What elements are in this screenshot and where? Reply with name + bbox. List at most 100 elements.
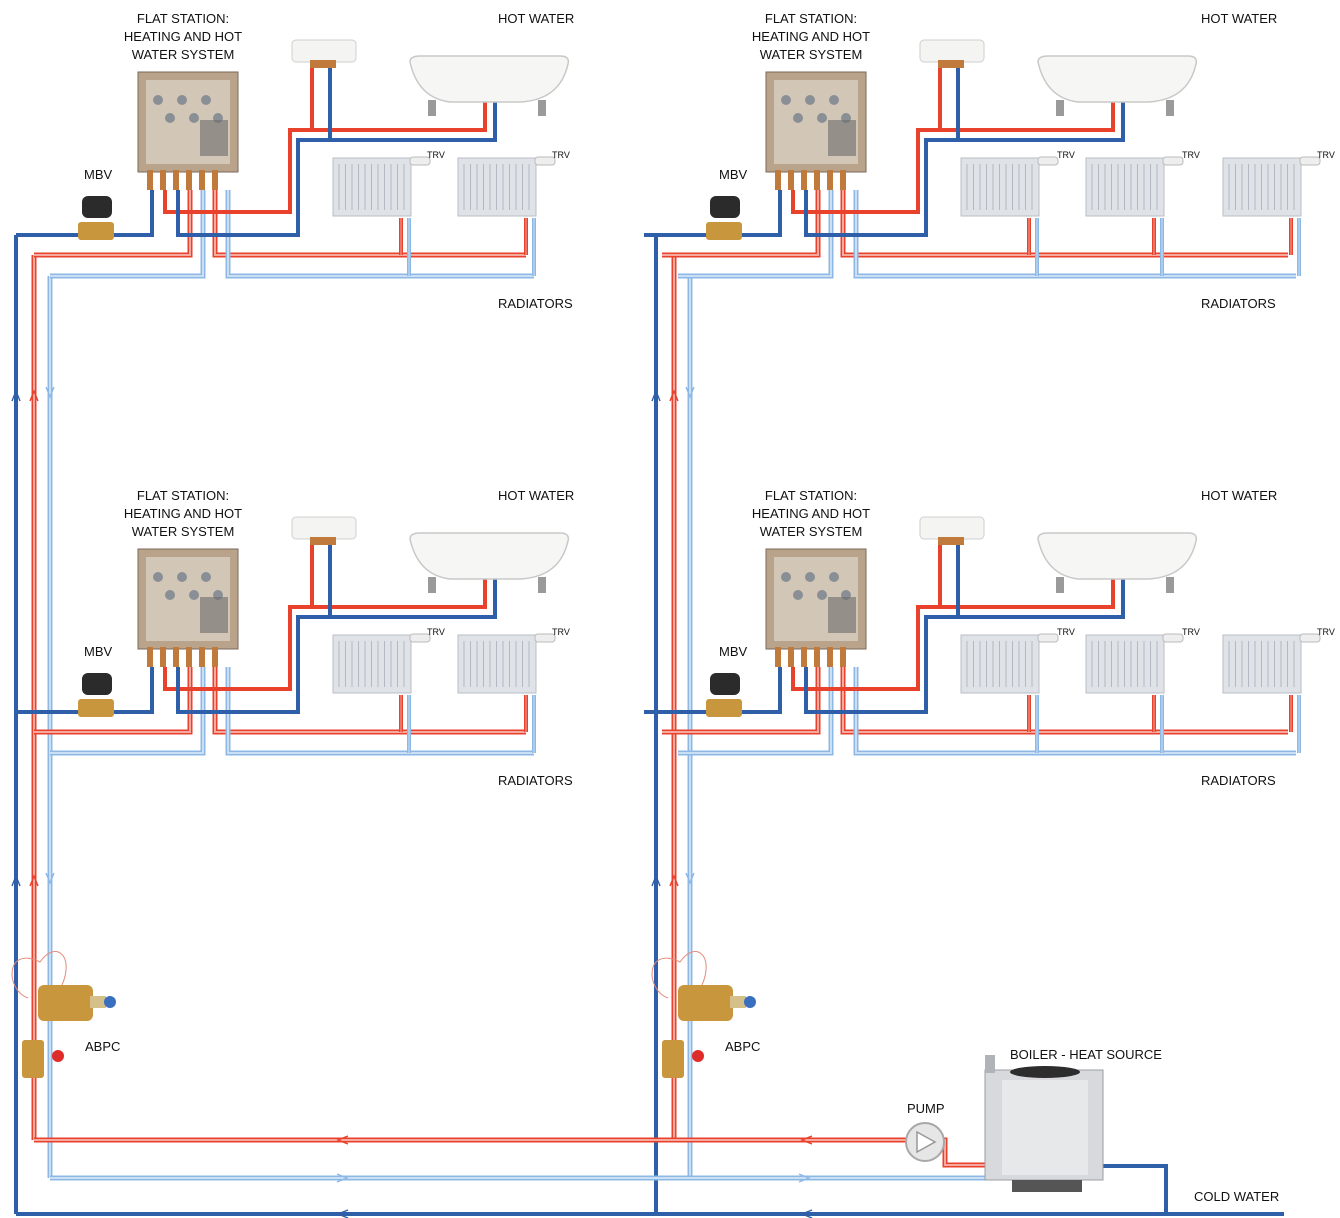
trv-label: TRV [1182, 627, 1200, 637]
flow-arrow [651, 389, 661, 402]
trv-label: TRV [427, 627, 445, 637]
mbv-valve [706, 196, 742, 240]
radiator-flow [840, 667, 1288, 735]
trv-label: TRV [1182, 150, 1200, 160]
flow-arrow [669, 389, 679, 402]
branch-cold [644, 667, 782, 714]
branch-return [50, 190, 206, 279]
wash-basin [291, 516, 357, 545]
flat-station-connector [186, 647, 192, 667]
flat-station-connector [212, 170, 218, 190]
flow-arrow [685, 386, 695, 399]
flat-station-connector [840, 170, 846, 190]
hw-cold [176, 577, 497, 714]
hw-cold [176, 100, 497, 237]
cold-water-label: COLD WATER [1194, 1189, 1280, 1204]
wash-basin [919, 39, 985, 68]
abpc-valve [11, 951, 116, 1078]
flow-arrow [11, 389, 21, 402]
trv-label: TRV [552, 150, 570, 160]
flat-station-label-line: HEATING AND HOT [123, 29, 243, 44]
radiator-flow [840, 190, 1288, 258]
flow-arrow [45, 386, 55, 399]
trv-label: TRV [1317, 627, 1335, 637]
flat-station-label-line: HEATING AND HOT [751, 506, 871, 521]
trv-head [1162, 633, 1184, 643]
radiator [1085, 156, 1184, 217]
hw-flow [163, 100, 487, 214]
radiator-return [225, 667, 534, 756]
flow-arrow [336, 1209, 349, 1218]
flat-station-label-line: WATER SYSTEM [131, 524, 235, 539]
hot-water-label: HOT WATER [1201, 11, 1278, 26]
branch-return [50, 667, 206, 756]
bathtub [409, 55, 570, 116]
flat-station-connector [147, 170, 153, 190]
flat-station-label-line: WATER SYSTEM [759, 47, 863, 62]
trv-label: TRV [1317, 150, 1335, 160]
flow-arrow [800, 1209, 813, 1218]
flat-station [137, 71, 239, 190]
wash-basin [291, 39, 357, 68]
radiator [332, 633, 431, 694]
trv-head [1299, 633, 1321, 643]
bathtub [1037, 55, 1198, 116]
boiler [984, 1055, 1104, 1192]
hw-flow [791, 100, 1115, 214]
flow-main [34, 1137, 990, 1168]
wash-basin [919, 516, 985, 545]
flat-station-connector [801, 647, 807, 667]
trv-head [1037, 633, 1059, 643]
hw-flow [791, 577, 1115, 691]
flow-arrow [685, 872, 695, 885]
flat-station-connector [775, 170, 781, 190]
flat-station-label-line: WATER SYSTEM [759, 524, 863, 539]
flow-arrow [29, 874, 39, 887]
trv-head [409, 633, 431, 643]
flat-station-connector [840, 647, 846, 667]
flow-arrow [798, 1173, 811, 1183]
flat-station-connector [814, 647, 820, 667]
branch-cold [16, 190, 154, 237]
hot-water-label: HOT WATER [498, 11, 575, 26]
flat-station-connector [827, 170, 833, 190]
flat-station-connector [199, 647, 205, 667]
flat-station-connector [827, 647, 833, 667]
radiator-return [853, 190, 1296, 279]
radiators-label: RADIATORS [498, 296, 573, 311]
abpc-label: ABPC [85, 1039, 121, 1054]
mbv-label: MBV [84, 644, 113, 659]
mbv-label: MBV [84, 167, 113, 182]
radiator-return [225, 190, 534, 279]
trv-head [1299, 156, 1321, 166]
radiator [332, 156, 431, 217]
branch-return [678, 667, 834, 756]
mbv-label: MBV [719, 644, 748, 659]
flow-arrow [669, 874, 679, 887]
branch-cold [16, 667, 154, 714]
equipment [11, 39, 1321, 1192]
flow-arrow [45, 872, 55, 885]
flat-station-label-line: FLAT STATION: [136, 11, 230, 26]
trv-head [1037, 156, 1059, 166]
hot-water-label: HOT WATER [1201, 488, 1278, 503]
hw-cold [804, 100, 1125, 237]
flat-station-connector [775, 647, 781, 667]
flat-station-label-line: FLAT STATION: [764, 11, 858, 26]
flat-station-label-line: FLAT STATION: [136, 488, 230, 503]
flat-station [765, 548, 867, 667]
flat-station-connector [788, 647, 794, 667]
radiators-label: RADIATORS [498, 773, 573, 788]
trv-head [1162, 156, 1184, 166]
flow-arrow [29, 389, 39, 402]
radiator [960, 633, 1059, 694]
radiator [457, 633, 556, 694]
radiator [960, 156, 1059, 217]
boiler-cold-return [1100, 1164, 1168, 1214]
flat-station [137, 548, 239, 667]
